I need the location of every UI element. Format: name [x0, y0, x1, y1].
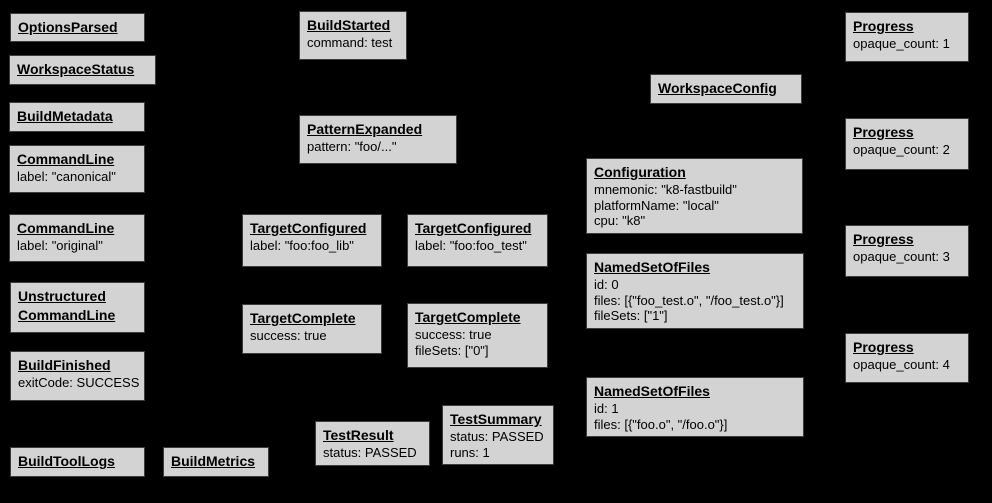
- node-field: fileSets: ["1"]: [594, 308, 668, 323]
- node-progress-4: Progress opaque_count: 4: [845, 333, 969, 383]
- node-field: opaque_count: 3: [853, 249, 950, 264]
- node-title: Progress: [853, 339, 914, 355]
- node-title: TargetConfigured: [250, 220, 367, 236]
- node-field: runs: 1: [450, 444, 490, 460]
- node-title: BuildToolLogs: [18, 453, 115, 469]
- node-field: label: "canonical": [17, 169, 116, 184]
- node-field: files: [{"foo_test.o", "/foo_test.o"}]: [594, 292, 784, 308]
- node-title: TargetConfigured: [415, 220, 532, 236]
- node-workspace-status: WorkspaceStatus: [9, 55, 156, 85]
- node-title: NamedSetOfFiles: [594, 259, 710, 275]
- node-field: platformName: "local": [594, 197, 719, 213]
- node-target-configured-test: TargetConfigured label: "foo:foo_test": [407, 214, 548, 267]
- node-field: status: PASSED: [323, 445, 417, 460]
- node-build-metadata: BuildMetadata: [9, 102, 145, 132]
- node-build-finished: BuildFinished exitCode: SUCCESS: [10, 351, 145, 401]
- node-field: cpu: "k8": [594, 213, 646, 228]
- node-command-line-original: CommandLine label: "original": [9, 214, 145, 262]
- node-field: exitCode: SUCCESS: [18, 375, 140, 390]
- node-build-started: BuildStarted command: test: [299, 11, 407, 60]
- node-field: fileSets: ["0"]: [415, 342, 489, 358]
- node-target-complete-lib: TargetComplete success: true: [242, 304, 382, 354]
- node-field: label: "foo:foo_test": [415, 238, 527, 253]
- node-field: command: test: [307, 35, 393, 50]
- node-field: label: "original": [17, 238, 103, 253]
- node-workspace-config: WorkspaceConfig: [650, 74, 802, 104]
- node-title: CommandLine: [17, 151, 115, 167]
- node-field: opaque_count: 2: [853, 142, 950, 157]
- node-configuration: Configuration mnemonic: "k8-fastbuild"pla…: [586, 158, 803, 234]
- node-test-result: TestResult status: PASSED: [315, 421, 430, 466]
- node-title: Unstructured: [18, 288, 106, 304]
- node-title: OptionsParsed: [18, 19, 118, 35]
- node-title: BuildStarted: [307, 17, 391, 33]
- node-field: success: true: [415, 327, 492, 342]
- node-title: WorkspaceStatus: [17, 61, 135, 77]
- node-progress-3: Progress opaque_count: 3: [845, 225, 969, 277]
- node-title: TestResult: [323, 427, 394, 443]
- node-title: BuildMetadata: [17, 108, 113, 124]
- node-title: BuildFinished: [18, 357, 111, 373]
- node-field: label: "foo:foo_lib": [250, 238, 354, 253]
- node-build-metrics: BuildMetrics: [163, 447, 269, 477]
- node-progress-2: Progress opaque_count: 2: [845, 118, 969, 170]
- node-field: mnemonic: "k8-fastbuild": [594, 182, 737, 197]
- node-title: TestSummary: [450, 411, 542, 427]
- node-field: status: PASSED: [450, 429, 544, 444]
- node-field: files: [{"foo.o", "/foo.o"}]: [594, 416, 728, 432]
- node-field: success: true: [250, 328, 327, 343]
- node-title: CommandLine: [18, 307, 116, 323]
- node-title: Configuration: [594, 164, 686, 180]
- node-field: opaque_count: 1: [853, 36, 950, 51]
- node-field: id: 0: [594, 277, 619, 292]
- node-title: Progress: [853, 231, 914, 247]
- node-field: opaque_count: 4: [853, 357, 950, 372]
- node-title: Progress: [853, 124, 914, 140]
- node-title: Progress: [853, 18, 914, 34]
- node-options-parsed: OptionsParsed: [10, 13, 145, 42]
- node-title: CommandLine: [17, 220, 115, 236]
- node-title: PatternExpanded: [307, 121, 423, 137]
- node-title: WorkspaceConfig: [658, 80, 777, 96]
- node-build-tool-logs: BuildToolLogs: [10, 447, 145, 477]
- node-title: BuildMetrics: [171, 453, 256, 469]
- node-title: TargetComplete: [250, 310, 356, 326]
- node-pattern-expanded: PatternExpanded pattern: "foo/...": [299, 115, 457, 164]
- node-target-configured-lib: TargetConfigured label: "foo:foo_lib": [242, 214, 382, 267]
- node-command-line-canonical: CommandLine label: "canonical": [9, 145, 145, 193]
- node-title: NamedSetOfFiles: [594, 383, 710, 399]
- node-progress-1: Progress opaque_count: 1: [845, 12, 969, 62]
- node-field: pattern: "foo/...": [307, 139, 397, 154]
- node-title: TargetComplete: [415, 309, 521, 325]
- node-field: id: 1: [594, 401, 619, 416]
